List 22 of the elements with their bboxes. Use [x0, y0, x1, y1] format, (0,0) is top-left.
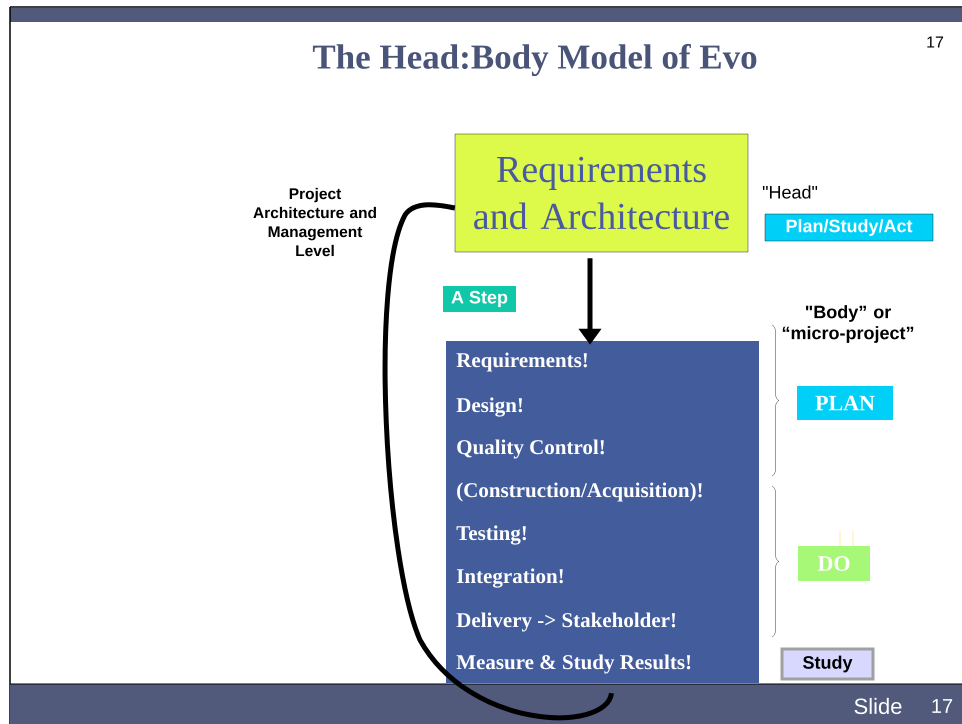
loop-line: [382, 202, 614, 720]
activity-text: Integration!: [456, 568, 563, 588]
level-label: Project Architecture and Management Level: [253, 188, 376, 256]
activity-text: Design!: [456, 397, 522, 417]
activity-text: Requirements!: [456, 352, 587, 372]
slide-label: Slide: [854, 698, 902, 714]
activity-text: Measure & Study Results!: [456, 654, 690, 674]
slide-number: 17: [932, 699, 952, 713]
study-box: Study: [780, 648, 874, 680]
head-label: "Head": [762, 185, 818, 199]
plan-box: PLAN: [797, 386, 893, 420]
requirements-box: Requirements and Architecture: [454, 134, 748, 252]
do-box: DO: [798, 546, 870, 581]
activity-text: (Construction/Acquisition)!: [457, 482, 702, 502]
plan-study-act-box: Plan/Study/Act: [764, 214, 934, 242]
activity-text: Quality Control!: [457, 439, 604, 459]
activity-text: Testing!: [456, 525, 526, 545]
label-text: 17: [927, 36, 944, 48]
activity-text: Delivery -> Stakeholder!: [456, 612, 676, 632]
step-box: A Step: [443, 286, 516, 312]
body-label: "Body” or “micro-project”: [782, 305, 914, 343]
title: The Head:Body Model of Evo: [312, 44, 756, 76]
